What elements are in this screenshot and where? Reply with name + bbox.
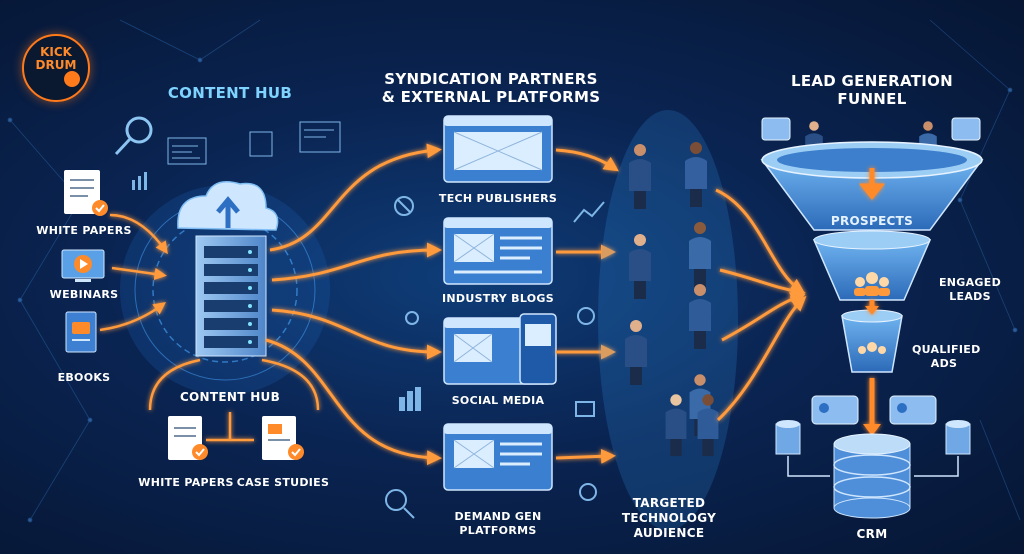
channel-label-social-media: SOCIAL MEDIA <box>451 394 545 407</box>
logo-dot <box>64 71 80 87</box>
person-figure <box>697 394 719 457</box>
crm-label: CRM <box>856 527 888 541</box>
funnel-stage-qualified-ads: QUALIFIED ADS <box>912 343 981 370</box>
funnel-stage-prospects: PROSPECTS <box>830 214 914 228</box>
person-figure <box>685 142 707 207</box>
bar-chart-icon <box>132 172 147 190</box>
hub-bottom-branches <box>148 358 320 442</box>
funnel-stage-engaged-leads: ENGAGED LEADS <box>938 276 1002 303</box>
webinar-icon <box>61 249 105 282</box>
syndication-title-line-2: & EXTERNAL PLATFORMS <box>381 88 601 106</box>
funnel-title-line-1: LEAD GENERATION <box>790 72 954 90</box>
white-paper-icon-bottom <box>168 416 208 460</box>
tech-publishers-panel <box>443 115 553 183</box>
crm-database-icon <box>761 117 981 519</box>
audience-output-arrows <box>715 188 807 422</box>
input-label-webinars: WEBINARS <box>49 288 119 301</box>
person-figure <box>625 320 647 385</box>
channel-output-arrows <box>555 148 619 464</box>
input-label-white-papers: WHITE PAPERS <box>36 224 132 237</box>
industry-blogs-panel <box>443 217 553 285</box>
ebook-icon <box>65 311 97 353</box>
channel-label-demand-gen: DEMAND GEN PLATFORMS <box>454 510 542 537</box>
hub-output-arrows <box>265 143 442 466</box>
case-study-icon <box>262 416 304 460</box>
output-label-case-studies: CASE STUDIES <box>236 476 330 489</box>
lead-funnel <box>760 121 984 436</box>
content-hub-bottom-title: CONTENT HUB <box>179 390 281 404</box>
audience-glow <box>598 110 738 530</box>
input-label-ebooks: EBOOKS <box>57 371 111 384</box>
hub-input-arrows <box>99 213 168 332</box>
channel-label-industry-blogs: INDUSTRY BLOGS <box>442 292 554 305</box>
audience-label: TARGETED TECHNOLOGY AUDIENCE <box>621 496 717 540</box>
demand-gen-panel <box>443 423 553 491</box>
syndication-title-line-1: SYNDICATION PARTNERS <box>384 70 598 88</box>
logo-line-2: DRUM <box>35 58 77 72</box>
person-figure <box>665 394 687 457</box>
person-figure <box>689 222 711 287</box>
output-label-white-papers: WHITE PAPERS <box>138 476 234 489</box>
social-media-panel <box>443 313 557 385</box>
person-figure <box>629 144 651 209</box>
person-figure <box>689 284 711 349</box>
content-hub-title: CONTENT HUB <box>167 84 293 102</box>
magnifier-icon <box>114 116 153 156</box>
audience-people <box>625 142 719 457</box>
person-figure <box>629 234 651 299</box>
cloud-server-icon <box>177 181 279 357</box>
logo-line-1: KICK <box>40 45 72 59</box>
analytics-icons <box>385 196 605 519</box>
code-window-icon <box>167 121 341 165</box>
funnel-title-line-2: FUNNEL <box>837 90 907 108</box>
channel-label-tech-publishers: TECH PUBLISHERS <box>438 192 558 205</box>
kickdrum-logo: KICK DRUM <box>22 34 90 102</box>
network-background <box>7 19 1021 523</box>
white-paper-icon <box>64 170 108 216</box>
